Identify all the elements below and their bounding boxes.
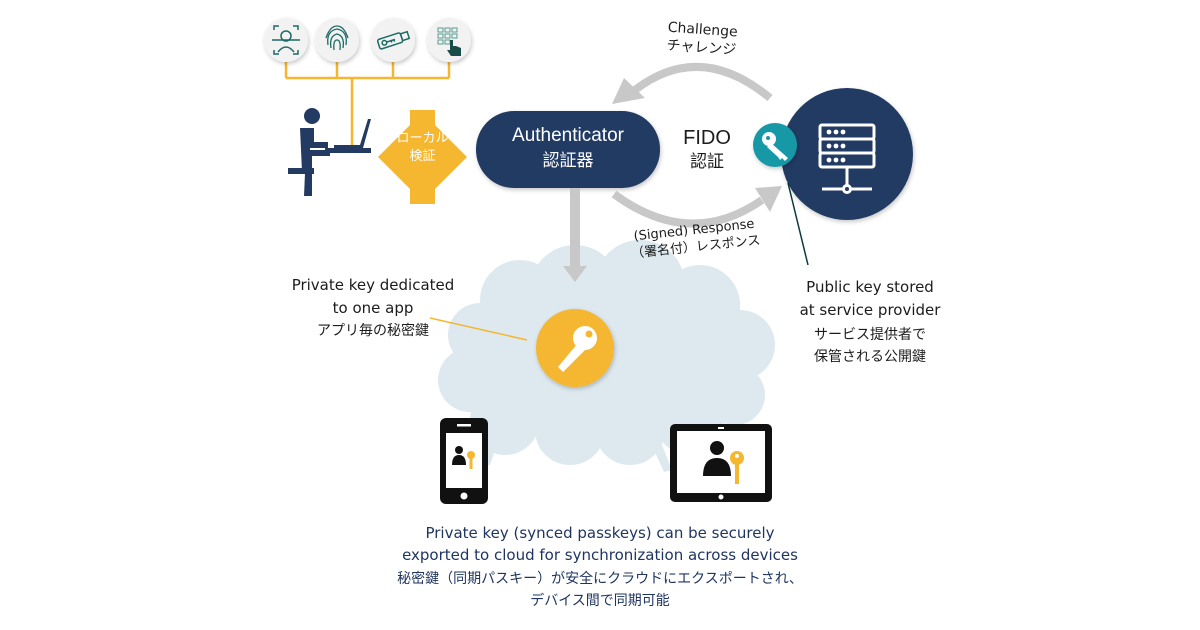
face-scan-icon <box>264 18 308 62</box>
authenticator-label: Authenticator 認証器 <box>476 124 660 174</box>
response-arrow <box>611 186 782 228</box>
fido-ja: 認証 <box>690 152 724 172</box>
public-key-en-line1: Public key stored <box>806 278 934 296</box>
server-icon <box>818 123 876 194</box>
challenge-label: Challenge チャレンジ <box>651 19 753 61</box>
private-key-ja: アプリ毎の秘密鍵 <box>317 323 429 339</box>
private-key-leader <box>429 317 528 341</box>
authenticator-pill <box>476 111 660 188</box>
public-key-en-line2: at service provider <box>799 301 941 319</box>
private-key-en-line2: to one app <box>332 299 414 317</box>
caption-ja-line1: 秘密鍵（同期パスキー）が安全にクラウドにエクスポートされ、 <box>397 571 803 587</box>
sync-caption: Private key (synced passkeys) can be sec… <box>300 522 900 612</box>
export-to-cloud-arrow <box>563 188 587 282</box>
cloud-tether-tablet <box>640 420 672 472</box>
local-verification-line1: ローカル <box>396 131 449 146</box>
usb-key-icon <box>371 18 415 62</box>
public-key-ja-line2: 保管される公開鍵 <box>814 349 926 365</box>
authenticator-ja: 認証器 <box>542 151 594 171</box>
public-key-leader <box>787 182 809 266</box>
pin-keypad-icon <box>427 18 471 62</box>
public-key-ja-line1: サービス提供者で <box>814 327 926 343</box>
public-key-circle <box>753 123 797 167</box>
smartphone-icon <box>440 418 488 504</box>
tablet-icon <box>670 424 772 502</box>
local-verification-arrow <box>378 110 467 204</box>
private-key-label: Private key dedicated to one app アプリ毎の秘密… <box>268 274 478 342</box>
local-verification-line2: 検証 <box>409 149 436 164</box>
auth-method-connector <box>284 62 451 148</box>
caption-en-line1: Private key (synced passkeys) can be sec… <box>425 524 775 542</box>
server-leds <box>826 129 846 163</box>
local-verification-label: ローカル 検証 <box>395 130 450 166</box>
authenticator-en: Authenticator <box>512 125 624 146</box>
fingerprint-icon <box>315 18 359 62</box>
caption-ja-line2: デバイス間で同期可能 <box>530 593 670 609</box>
user-at-laptop-icon <box>288 108 371 196</box>
challenge-arrow <box>612 62 773 104</box>
caption-en-line2: exported to cloud for synchronization ac… <box>402 546 798 564</box>
private-key-en-line1: Private key dedicated <box>291 276 455 294</box>
fido-en: FIDO <box>683 127 731 149</box>
cloud-tether-phone <box>483 420 505 465</box>
fido-label: FIDO 認証 <box>672 126 742 174</box>
public-key-label: Public key stored at service provider サー… <box>770 276 970 368</box>
